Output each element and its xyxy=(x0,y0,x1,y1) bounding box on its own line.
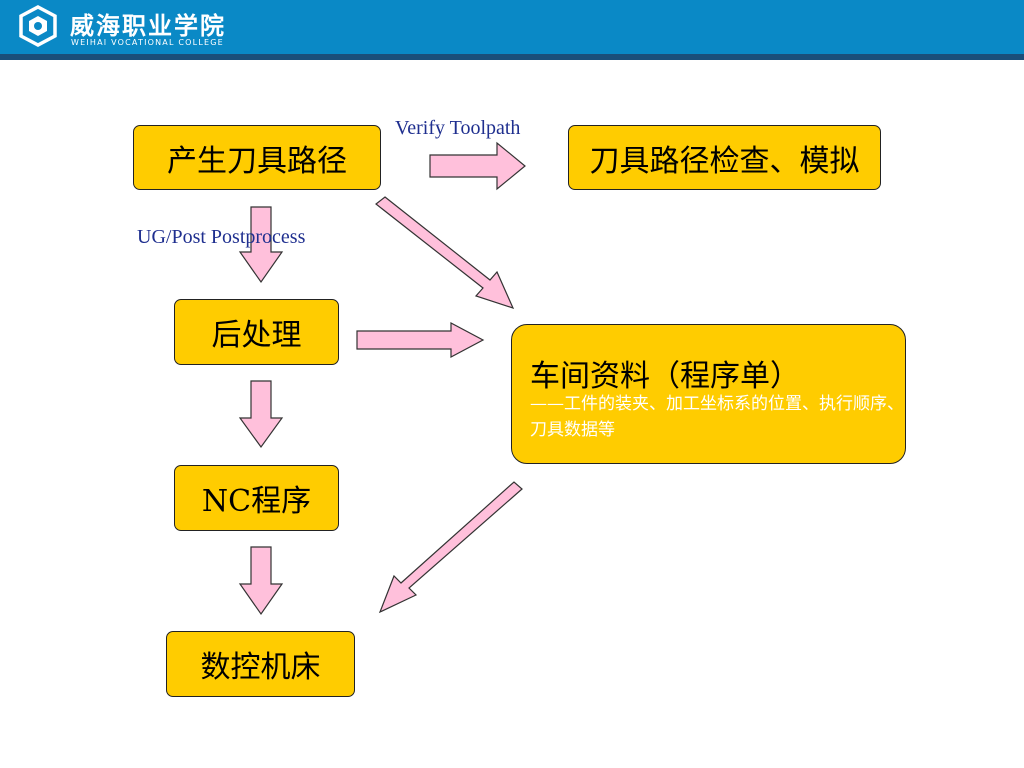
college-name-en: WEIHAI VOCATIONAL COLLEGE xyxy=(71,38,224,47)
arrow-to-cnc-machine xyxy=(238,546,284,616)
arrow-to-verify xyxy=(429,141,526,191)
arrow-to-workshop-docs-diagonal xyxy=(375,196,515,309)
node-postprocess: 后处理 xyxy=(174,299,339,365)
arrow-to-postprocess xyxy=(238,206,284,284)
header-bar: 威海职业学院 WEIHAI VOCATIONAL COLLEGE xyxy=(0,0,1024,56)
workshop-docs-title: 车间资料（程序单） xyxy=(530,359,800,394)
header-stripe xyxy=(0,54,1024,60)
college-logo-icon xyxy=(19,5,57,47)
arrow-to-nc-program xyxy=(238,380,284,449)
workshop-docs-detail: ——工件的装夹、加工坐标系的位置、执行顺序、刀具数据等 xyxy=(530,394,904,440)
label-ug-post: UG/Post Postprocess xyxy=(137,226,306,248)
node-nc-program: NC程序 xyxy=(174,465,339,531)
node-generate-toolpath: 产生刀具路径 xyxy=(133,125,381,190)
node-verify-simulate: 刀具路径检查、模拟 xyxy=(568,125,881,190)
arrow-postprocess-to-docs xyxy=(356,322,485,358)
node-workshop-docs: 车间资料（程序单） ——工件的装夹、加工坐标系的位置、执行顺序、刀具数据等 xyxy=(511,324,906,464)
label-verify-toolpath: Verify Toolpath xyxy=(395,117,521,139)
arrow-docs-to-machine xyxy=(378,481,523,614)
college-name-cn: 威海职业学院 xyxy=(70,12,226,40)
node-cnc-machine: 数控机床 xyxy=(166,631,355,697)
